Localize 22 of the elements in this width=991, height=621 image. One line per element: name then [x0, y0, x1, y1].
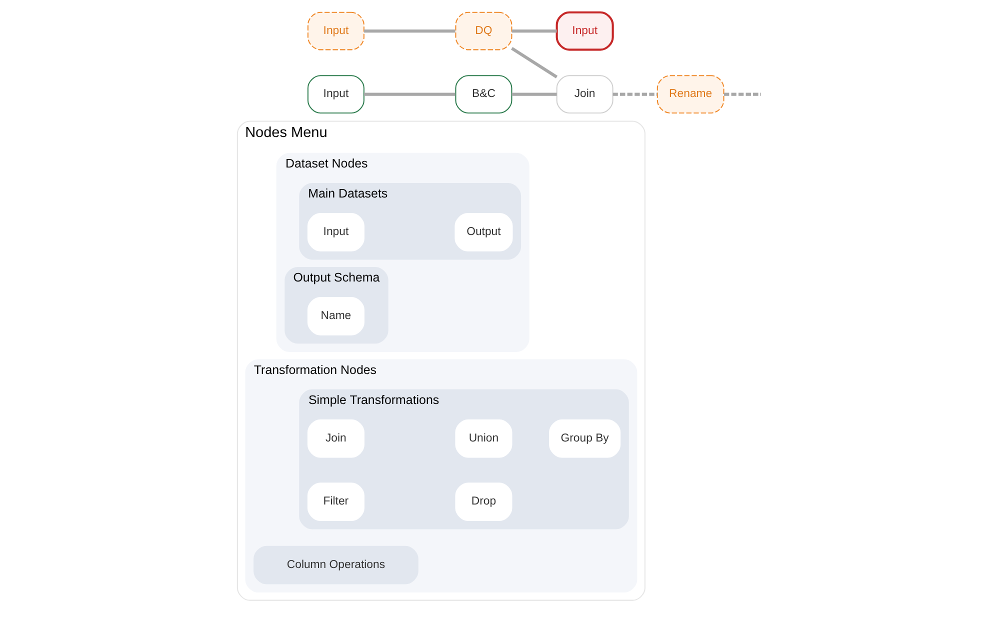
connector — [364, 92, 456, 96]
node-box: B&C — [455, 75, 512, 114]
node-box: Rename — [656, 75, 724, 114]
node-box: Input — [307, 213, 364, 252]
node-box: Output — [454, 213, 513, 252]
node-box: Join — [556, 75, 614, 114]
node-box: Input — [556, 11, 614, 51]
node-box: Union — [455, 419, 512, 458]
node-box: Name — [307, 297, 364, 336]
connector — [510, 47, 558, 78]
node-box: Drop — [455, 482, 512, 521]
node-box: Input — [307, 75, 364, 114]
node-box: DQ — [455, 12, 512, 50]
connector — [512, 92, 557, 96]
node-box: Filter — [307, 482, 364, 521]
connector — [724, 92, 762, 96]
node-box: Join — [307, 419, 364, 458]
node-box: Group By — [549, 419, 621, 458]
connector — [512, 29, 557, 33]
node-box: Input — [307, 12, 364, 50]
connector — [364, 29, 456, 33]
connector — [612, 92, 658, 96]
